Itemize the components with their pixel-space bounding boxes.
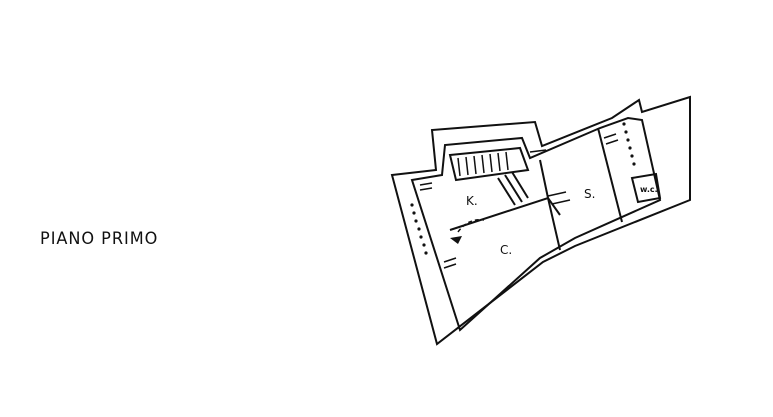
plan-outer-wall (390, 95, 691, 346)
opening-markers (419, 133, 619, 269)
room-label-kitchen: K. (466, 194, 478, 208)
plan-inner-wall (410, 116, 662, 332)
entry-arrow (450, 236, 462, 244)
balcony-railings (410, 122, 636, 255)
floor-title: PIANO PRIMO (40, 229, 159, 249)
room-label-bedroom: C. (500, 243, 512, 257)
stair-run (497, 171, 529, 206)
stair-treads (457, 151, 509, 177)
stair-boundary (448, 146, 530, 182)
wc-box (630, 172, 662, 204)
partition-living-wc (597, 127, 623, 223)
partition-bedroom-living (539, 159, 561, 251)
door-swing (457, 219, 485, 233)
room-label-wc: w.c. (640, 185, 658, 194)
room-label-living: S. (584, 187, 595, 201)
